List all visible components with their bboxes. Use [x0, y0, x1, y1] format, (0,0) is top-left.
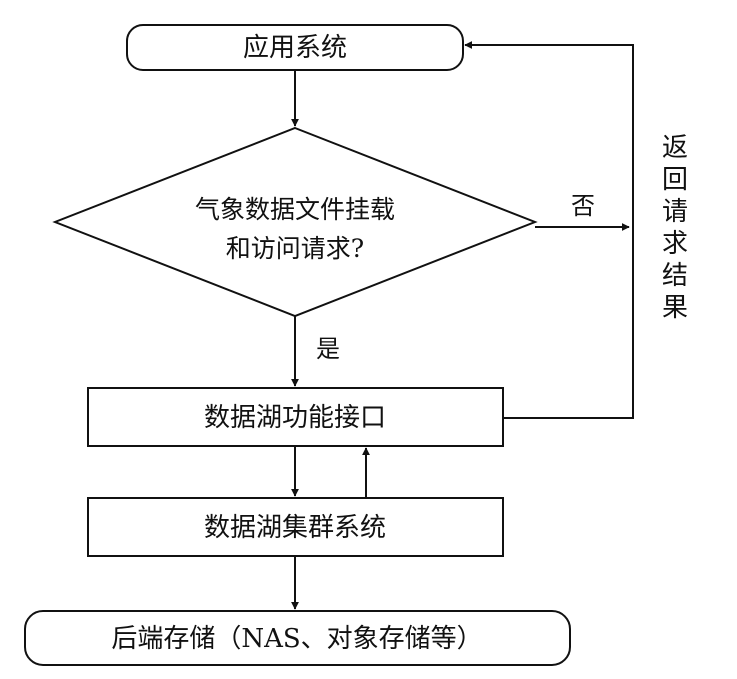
- return-char-1: 返: [662, 133, 688, 163]
- return-char-6: 果: [662, 293, 688, 323]
- backend-storage-label: 后端存储（NAS、对象存储等）: [111, 624, 482, 654]
- decision-label-line2: 和访问请求?: [226, 234, 364, 263]
- decision-label-line1: 气象数据文件挂载: [195, 195, 395, 224]
- no-label: 否: [571, 192, 595, 220]
- datalake-interface-label: 数据湖功能接口: [204, 403, 386, 433]
- return-char-3: 请: [662, 197, 688, 227]
- return-loop-line: [464, 41, 634, 419]
- backend-storage-node: [24, 610, 571, 666]
- return-char-4: 求: [662, 229, 688, 259]
- app-system-label: 应用系统: [243, 33, 347, 63]
- return-char-2: 回: [662, 165, 688, 195]
- return-char-5: 结: [662, 261, 688, 291]
- datalake-cluster-label: 数据湖集群系统: [204, 513, 386, 543]
- yes-label: 是: [316, 335, 340, 363]
- return-result-label: 返 回 请 求 结 果: [662, 133, 688, 323]
